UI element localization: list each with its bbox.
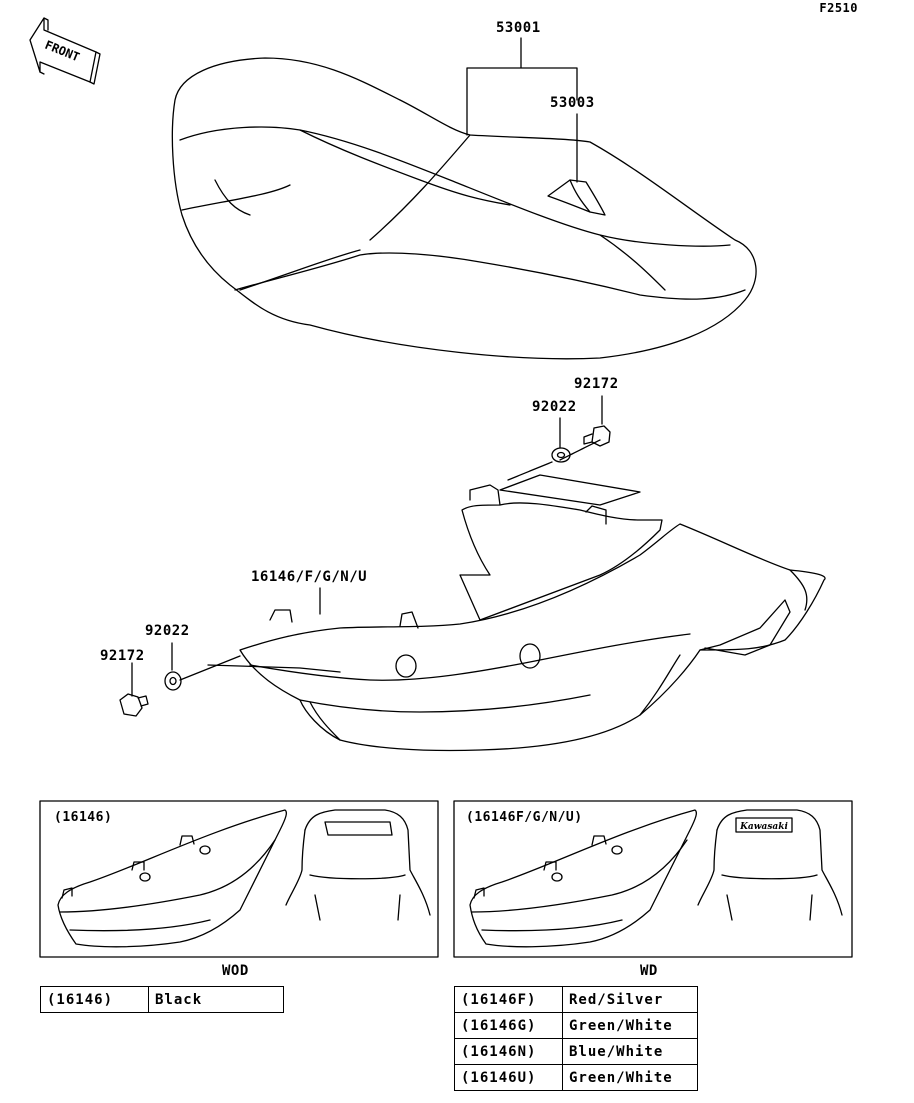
inset-label-wd: (16146F/G/N/U) [466, 810, 583, 825]
part-code-cell: (16146U) [454, 1064, 563, 1091]
inset-wd-side-cover [469, 809, 697, 948]
part-code-cell: (16146) [40, 986, 149, 1013]
washer-right-icon [551, 447, 571, 463]
part-code-cell: (16146F) [454, 986, 563, 1013]
callout-92022-left: 92022 [145, 623, 190, 639]
table-row: (16146N) Blue/White [454, 1038, 698, 1065]
caption-wd: WD [640, 963, 658, 979]
inset-wd-rear-view [697, 809, 843, 921]
callout-92172-left: 92172 [100, 648, 145, 664]
color-cell: Green/White [562, 1064, 698, 1091]
callout-92022-right: 92022 [532, 399, 577, 415]
inset-label-wod: (16146) [54, 810, 113, 825]
inset-box-wod [39, 800, 439, 958]
callout-side-cover: 16146/F/G/N/U [251, 569, 368, 585]
inset-box-wd [453, 800, 853, 958]
inset-wod-side-cover [57, 809, 287, 948]
washer-left-icon [164, 671, 182, 691]
color-cell: Green/White [562, 1012, 698, 1039]
color-cell: Red/Silver [562, 986, 698, 1013]
table-row: (16146) Black [40, 986, 284, 1013]
color-cell: Black [148, 986, 284, 1013]
table-row: (16146U) Green/White [454, 1064, 698, 1091]
emblem-text: Kawasaki [739, 822, 788, 832]
color-cell: Blue/White [562, 1038, 698, 1065]
callout-92172-right: 92172 [574, 376, 619, 392]
callout-53003: 53003 [550, 95, 595, 111]
table-row: (16146G) Green/White [454, 1012, 698, 1039]
inset-wod-rear-view [285, 809, 431, 921]
table-row: (16146F) Red/Silver [454, 986, 698, 1013]
kawasaki-emblem-icon [735, 817, 793, 833]
part-code-cell: (16146G) [454, 1012, 563, 1039]
bolt-right-icon [583, 425, 611, 447]
bolt-left-icon [119, 693, 149, 717]
figure-code: F2510 [819, 1, 858, 15]
leader-line-53001 [466, 37, 578, 136]
seat-drawing [171, 57, 757, 360]
front-arrow-icon: FRONT [29, 17, 101, 85]
part-code-cell: (16146N) [454, 1038, 563, 1065]
color-table-wd: (16146F) Red/Silver (16146G) Green/White… [454, 986, 698, 1091]
side-cover-drawing [239, 474, 826, 752]
color-table-wod: (16146) Black [40, 986, 284, 1013]
callout-53001: 53001 [496, 20, 541, 36]
caption-wod: WOD [222, 963, 249, 979]
